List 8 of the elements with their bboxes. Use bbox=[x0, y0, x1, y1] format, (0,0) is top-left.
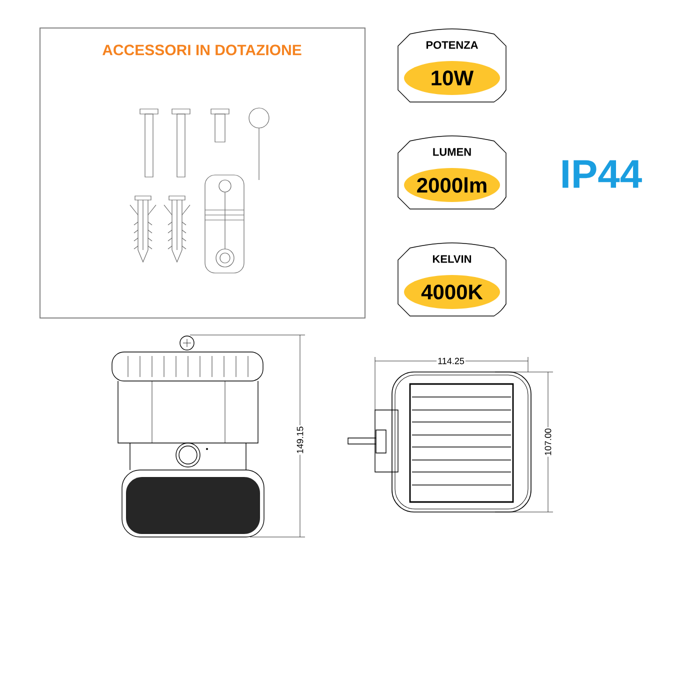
rating-label: IP44 bbox=[562, 160, 642, 188]
dimension-label: 107.00 bbox=[544, 427, 552, 457]
dimension-label: 149.15 bbox=[296, 425, 304, 455]
spec-badge: POTENZA 10W bbox=[398, 28, 506, 102]
spec-badge: LUMEN 2000lm bbox=[398, 136, 506, 210]
dimension-label: 114.25 bbox=[436, 356, 466, 366]
accessories-panel: ACCESSORI IN DOTAZIONE bbox=[40, 28, 366, 318]
spec-badge: KELVIN 4000K bbox=[398, 242, 506, 316]
